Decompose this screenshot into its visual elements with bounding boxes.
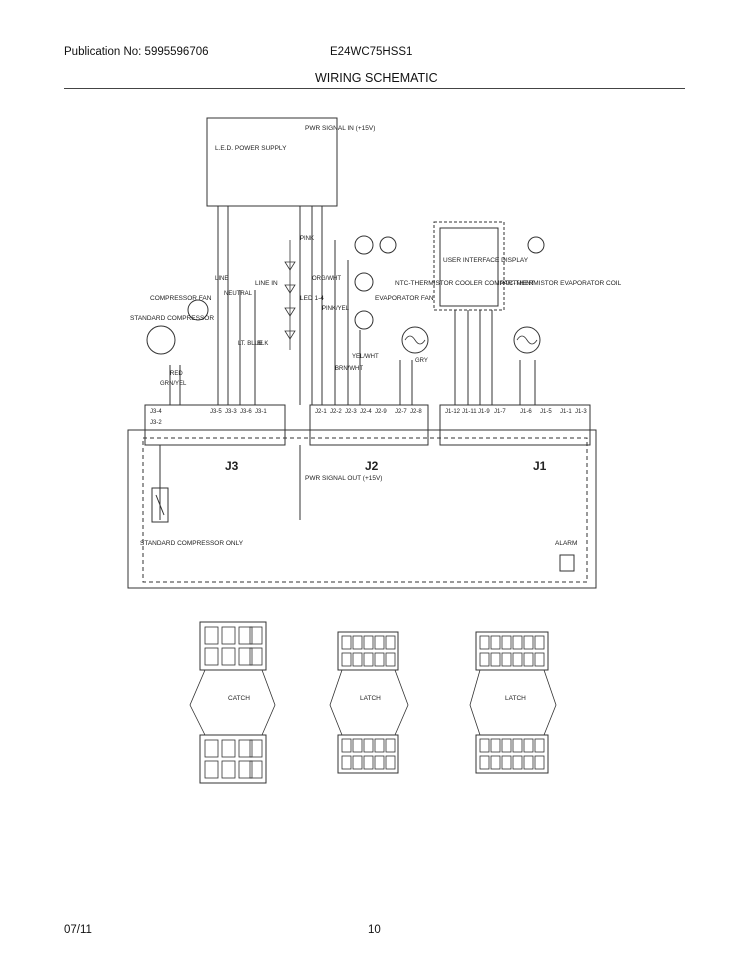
led-array-icon — [284, 240, 296, 350]
svg-text:J2-8: J2-8 — [410, 409, 422, 415]
catch-label-left: CATCH — [228, 695, 250, 702]
latch-label-right: LATCH — [505, 695, 526, 702]
latch-label-middle: LATCH — [360, 695, 381, 702]
footer-date: 07/11 — [64, 924, 92, 936]
alarm-icon — [559, 554, 575, 572]
pwr-signal-out-label: PWR SIGNAL OUT (+15V) — [305, 475, 382, 482]
connector-10pin-top — [337, 631, 399, 671]
svg-text:J1-7: J1-7 — [494, 409, 506, 415]
led-power-supply-label: L.E.D. POWER SUPPLY — [215, 145, 287, 152]
svg-text:J2-4: J2-4 — [360, 409, 372, 415]
compressor-fan-label: COMPRESSOR FAN — [150, 295, 212, 302]
wire-grn-yel-label: GRN/YEL — [160, 381, 187, 387]
wire-line-label: LINE — [215, 276, 228, 282]
cooler-thermistor-icon — [401, 326, 429, 354]
user-interface-box — [439, 227, 499, 307]
svg-text:J1-9: J1-9 — [478, 409, 490, 415]
svg-text:J1-3: J1-3 — [575, 409, 587, 415]
user-interface-label: USER INTERFACE DISPLAY — [443, 257, 529, 264]
cooler-ntc-label: NTC-THERMISTOR COOLER COMPARTMENT — [395, 280, 535, 287]
connector-8pin-bottom — [199, 734, 267, 784]
wire-brn-wht-label: BRN/WHT — [335, 366, 363, 372]
led-power-supply-box — [206, 117, 338, 207]
svg-text:J2-7: J2-7 — [395, 409, 407, 415]
wire-blk-label: BLK — [257, 341, 268, 347]
svg-text:J2-9: J2-9 — [375, 409, 387, 415]
alarm-label: ALARM — [555, 540, 577, 547]
publication-number: Publication No: 5995596706 — [64, 46, 209, 58]
svg-text:J1-12: J1-12 — [445, 409, 461, 415]
svg-text:J1-11: J1-11 — [462, 409, 477, 415]
line-in-label: LINE IN — [255, 280, 278, 287]
footer-page-number: 10 — [368, 924, 381, 936]
connector-12pin-top — [475, 631, 549, 671]
evaporator-fan-icon — [354, 235, 374, 255]
svg-text:J1-1: J1-1 — [560, 409, 572, 415]
control-board — [127, 429, 597, 589]
connector-j3-header — [144, 404, 286, 446]
svg-text:J1-5: J1-5 — [540, 409, 552, 415]
wire-red-label: RED — [170, 371, 183, 377]
wire-pink-yel-label: PINK/YEL — [322, 306, 350, 312]
svg-text:J1-6: J1-6 — [520, 409, 532, 415]
svg-text:J3-2: J3-2 — [150, 420, 162, 426]
svg-text:J2-1: J2-1 — [315, 409, 327, 415]
evap-coil-ntc-label: NTC-THERMISTOR EVAPORATOR COIL — [500, 280, 622, 287]
page-title: WIRING SCHEMATIC — [315, 71, 438, 85]
compressor-icon — [146, 325, 176, 355]
svg-text:J3-6: J3-6 — [240, 409, 252, 415]
pwr-signal-in-label: PWR SIGNAL IN (+15V) — [305, 125, 375, 132]
connector-j2-header — [309, 404, 429, 446]
svg-text:J3-1: J3-1 — [255, 409, 267, 415]
standard-compressor-only-label: STANDARD COMPRESSOR ONLY — [140, 540, 244, 547]
model-number: E24WC75HSS1 — [330, 46, 413, 58]
wire-lt-blue-label: LT. BLUE — [238, 341, 263, 347]
wire-yel-wht-label: YEL/WHT — [352, 354, 379, 360]
wire-gry-label: GRY — [415, 358, 428, 364]
header-rule — [64, 88, 685, 89]
evaporator-thermistor-icon — [513, 326, 541, 354]
compressor-switch-icon — [151, 487, 169, 523]
svg-text:J2-3: J2-3 — [345, 409, 357, 415]
led-label: LED 1-4 — [300, 295, 324, 302]
wire-org-wht-label: ORG/WHT — [312, 276, 341, 282]
wire-neutral-label: NEUTRAL — [224, 291, 253, 297]
j3-label: J3 — [225, 459, 239, 473]
connector-j1-header — [439, 404, 591, 446]
svg-text:J3-3: J3-3 — [225, 409, 237, 415]
wire-pink-label: PINK — [300, 236, 314, 242]
evaporator-fan-label: EVAPORATOR FAN — [375, 295, 434, 302]
connector-8pin-top — [199, 621, 267, 671]
svg-text:J3-4: J3-4 — [150, 409, 162, 415]
compressor-fan-icon — [187, 299, 209, 321]
svg-text:J2-2: J2-2 — [330, 409, 342, 415]
j2-label: J2 — [365, 459, 379, 473]
svg-text:J3-5: J3-5 — [210, 409, 222, 415]
j1-label: J1 — [533, 459, 547, 473]
standard-compressor-label: STANDARD COMPRESSOR — [130, 315, 214, 322]
connector-12pin-bottom — [475, 734, 549, 774]
connector-10pin-bottom — [337, 734, 399, 774]
